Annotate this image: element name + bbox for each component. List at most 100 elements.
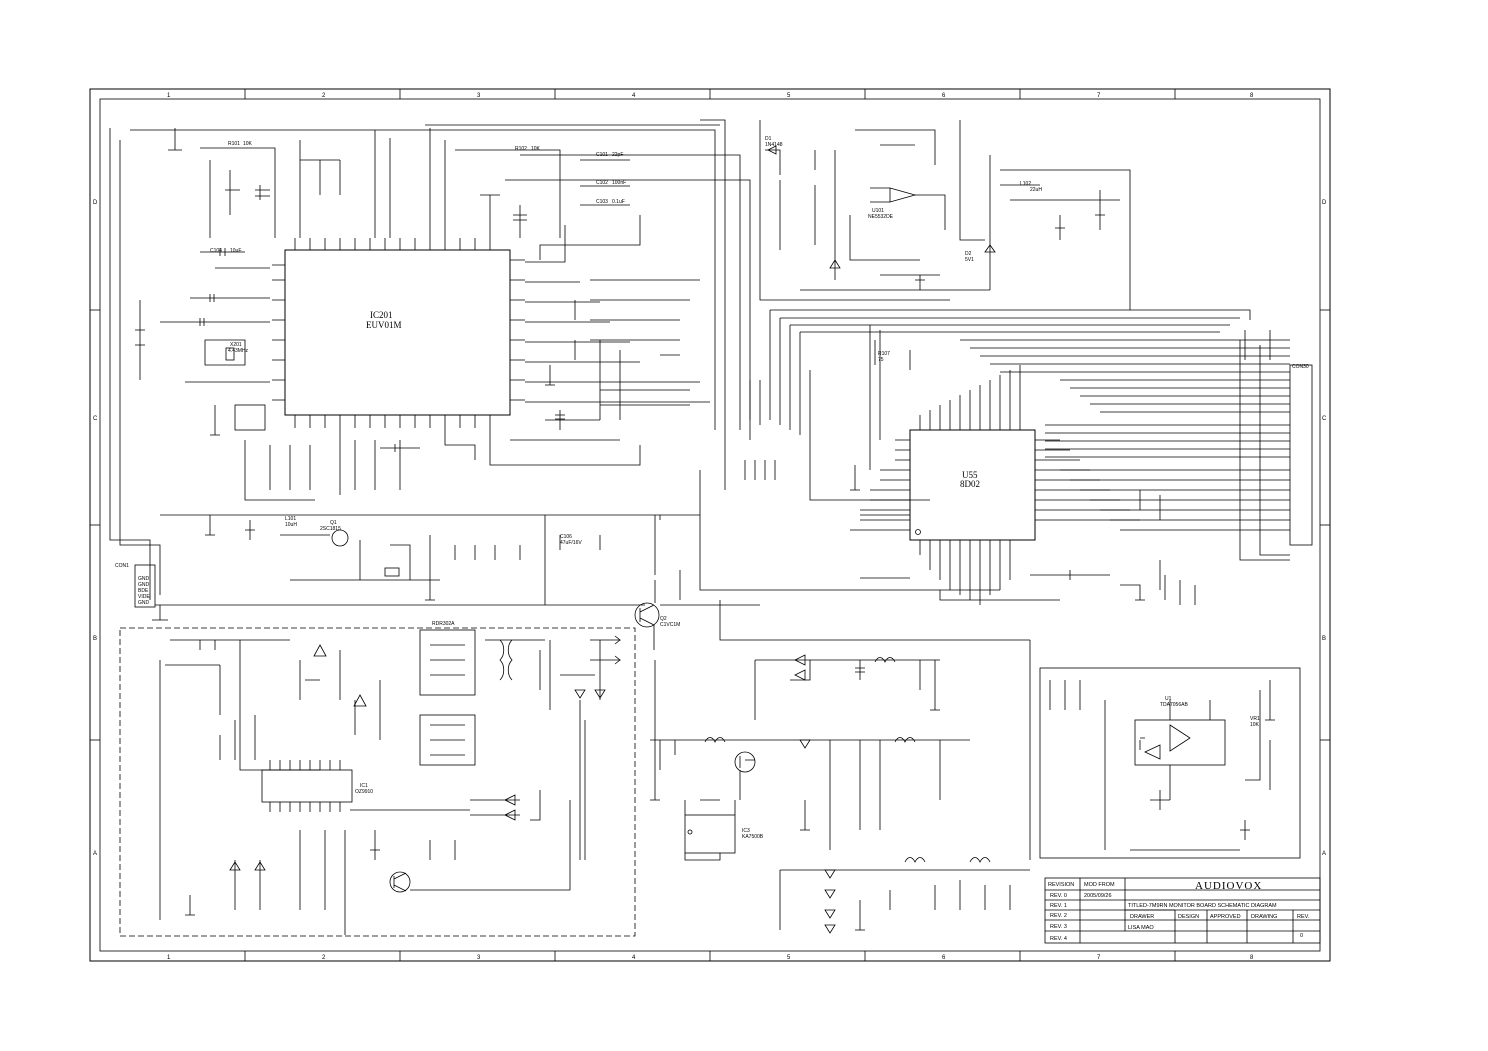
grid-columns-top: 1 2 3 4 5 6 7 8 — [167, 89, 1254, 99]
opamp-section: U101 NE5532DE — [759, 120, 1131, 310]
dcdc-section: IC3 KA7500B — [584, 654, 1030, 934]
con1-pin-1: GND — [138, 576, 150, 582]
grid-columns-bottom: 1 2 3 4 5 6 7 8 — [167, 951, 1254, 961]
label-l102: L102 — [1020, 181, 1031, 187]
scaler-bus — [744, 309, 1290, 531]
tb-rev2: REV. 2 — [1050, 913, 1067, 919]
label-c103-val: 0.1uF — [612, 199, 625, 205]
ic201-block: IC201 EUV01M — [284, 249, 511, 416]
scaler-part: 8D02 — [960, 479, 980, 489]
tb-design-label: DESIGN — [1178, 914, 1199, 920]
label-r107-val: 75 — [878, 357, 884, 363]
label-r102: R102 — [515, 146, 527, 152]
left-connector: CON1 GND GND BDE VIDE GND — [115, 563, 156, 608]
tb-rev4: REV. 4 — [1050, 936, 1067, 942]
ic201-part: EUV01M — [366, 320, 402, 330]
q1-val: 2SC1815 — [320, 526, 341, 532]
top-wiring — [109, 119, 751, 600]
label-vr1-val: 10K — [1250, 722, 1260, 728]
tb-mod-header: MOD FROM — [1084, 882, 1115, 888]
right-connector-ref: CON30 — [1292, 364, 1309, 370]
tb-drawing-label: DRAWING — [1251, 914, 1277, 920]
outer-frame — [89, 88, 1331, 962]
grid-row-a-right: A — [1322, 851, 1326, 857]
label-c106: C106 — [560, 534, 572, 540]
component-labels: R101 10K R102 10K C101 22pF C102 100nF C… — [210, 136, 1260, 728]
tb-title-label: TITLE: — [1128, 903, 1145, 909]
grid-row-c-right: C — [1322, 416, 1327, 422]
grid-col-8-bottom: 8 — [1250, 955, 1254, 961]
grid-col-6: 6 — [942, 93, 946, 99]
tb-approved-label: APPROVED — [1210, 914, 1241, 920]
grid-row-d: D — [93, 200, 98, 206]
label-d2: D2 — [965, 251, 972, 257]
grid-col-5-bottom: 5 — [787, 955, 791, 961]
grid-row-c: C — [93, 416, 98, 422]
grid-row-d-right: D — [1322, 200, 1327, 206]
pwm-ic-ref: IC1 — [360, 783, 368, 789]
tb-drawer: LISA MAO — [1128, 925, 1154, 931]
label-l101-val: 10uH — [285, 522, 297, 528]
label-d1: D1 — [765, 136, 772, 142]
label-c106-val: 47uF/16V — [560, 540, 582, 546]
scaler-ic: U55 8D02 — [850, 365, 1140, 605]
grid-col-4: 4 — [632, 93, 636, 99]
opamp-part: NE5532DE — [868, 214, 894, 220]
tb-rev0-date: 2005/09/26 — [1084, 893, 1112, 899]
scaler-ref: U55 — [962, 470, 978, 480]
grid-col-6-bottom: 6 — [942, 955, 946, 961]
audio-ic-part: TDA7056AB — [1160, 702, 1188, 708]
tb-rev3: REV. 3 — [1050, 924, 1067, 930]
grid-col-2-bottom: 2 — [322, 955, 326, 961]
label-d2-val: 5V1 — [965, 257, 974, 263]
q1-ref: Q1 — [330, 520, 337, 526]
label-c102-val: 100nF — [612, 180, 626, 186]
tb-title: D-7M9RN MONITOR BOARD SCHEMATIC DIAGRAM — [1143, 903, 1277, 909]
x201-value: 4.43MHz — [228, 348, 249, 354]
grid-col-1: 1 — [167, 93, 171, 99]
tb-drawer-label: DRAWER — [1130, 914, 1154, 920]
reg-ic-ref: IC3 — [742, 828, 750, 834]
con1-pin-3: BDE — [138, 588, 149, 594]
label-c102: C102 — [596, 180, 608, 186]
inverter-section: IC1 OZ9910 RDR302A — [119, 621, 636, 937]
reg-ic-part: KA7500B — [742, 834, 764, 840]
right-connector: CON30 — [1239, 330, 1313, 561]
label-d1-val: 1N4148 — [765, 142, 783, 148]
tb-company: AUDIOVOX — [1195, 880, 1262, 892]
grid-row-b-right: B — [1322, 636, 1326, 642]
grid-col-8: 8 — [1250, 93, 1254, 99]
grid-col-7-bottom: 7 — [1097, 955, 1101, 961]
pwm-ic-part: OZ9910 — [355, 789, 373, 795]
tb-rev1: REV. 1 — [1050, 903, 1067, 909]
label-c101-val: 22pF — [612, 152, 623, 158]
grid-col-5: 5 — [787, 93, 791, 99]
label-c103: C103 — [596, 199, 608, 205]
label-c104: C104 — [210, 248, 222, 254]
ic201-pins — [272, 238, 525, 428]
q2-ref: Q2 — [660, 616, 667, 622]
label-l101: L101 — [285, 516, 296, 522]
q2-val: C1VC1M — [660, 622, 680, 628]
grid-col-3: 3 — [477, 93, 481, 99]
grid-col-7: 7 — [1097, 93, 1101, 99]
grid-col-4-bottom: 4 — [632, 955, 636, 961]
ic201-left-components: X201 4.43MHz — [135, 248, 315, 501]
filter-network — [525, 225, 710, 430]
mosfet-label: RDR302A — [432, 621, 455, 627]
scaler-bottom-network — [699, 470, 1196, 605]
inner-frame — [99, 98, 1321, 952]
label-l102-val: 22uH — [1030, 187, 1042, 193]
grid-col-3-bottom: 3 — [477, 955, 481, 961]
label-r101: R101 — [228, 141, 240, 147]
con1-pin-2: GND — [138, 582, 150, 588]
grid-row-a: A — [93, 851, 97, 857]
label-vr1: VR1 — [1250, 716, 1260, 722]
grid-col-2: 2 — [322, 93, 326, 99]
con1-pin-5: GND — [138, 600, 150, 606]
label-c104-val: 10uF — [230, 248, 241, 254]
label-c101: C101 — [596, 152, 608, 158]
grid-rows: D C B A D C B A — [90, 200, 1330, 857]
tb-rev-label: REV. — [1297, 914, 1310, 920]
